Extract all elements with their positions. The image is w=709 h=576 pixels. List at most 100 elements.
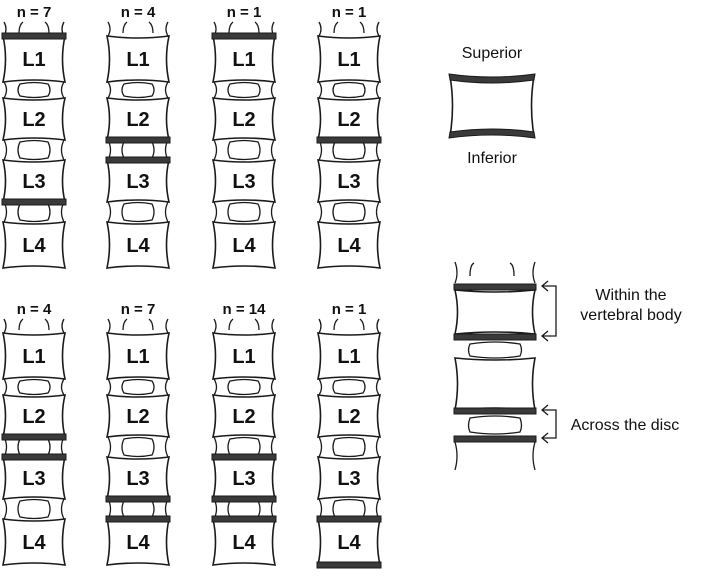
location-legend: Within the vertebral body Across the dis… — [453, 261, 682, 471]
count-label: n = 1 — [332, 301, 367, 318]
fractured-endplate — [211, 32, 277, 40]
vertebral-body — [316, 221, 382, 269]
level-label: L1 — [232, 49, 255, 71]
disc — [121, 81, 155, 99]
level-label: L2 — [126, 406, 149, 428]
top-stub — [3, 318, 65, 334]
superior-label: Superior — [462, 45, 523, 62]
disc — [332, 436, 366, 458]
fractured-endplate — [316, 515, 382, 523]
vertebral-body — [316, 456, 382, 500]
across-arrow-top — [540, 404, 549, 416]
fractured-endplate — [1, 453, 67, 461]
disc — [332, 201, 366, 223]
level-label: L1 — [337, 49, 360, 71]
within-bottom-plate — [453, 333, 537, 341]
across-top-plate — [453, 407, 537, 415]
level-label: L1 — [232, 346, 255, 368]
within-arrow-top — [540, 280, 549, 292]
fractured-endplate — [105, 156, 171, 164]
legend-body-middle — [454, 357, 536, 411]
vertebral-body — [211, 221, 277, 269]
top-stub — [3, 21, 65, 37]
level-label: L4 — [126, 235, 150, 257]
vertebral-body — [105, 35, 171, 83]
disc-wall — [107, 81, 169, 99]
level-label: L4 — [22, 532, 46, 554]
vertebral-body — [316, 35, 382, 83]
disc — [17, 139, 51, 161]
fractured-endplate — [316, 561, 382, 569]
count-label: n = 1 — [227, 4, 262, 21]
across-bracket — [542, 409, 557, 439]
across-arrow-bottom — [540, 432, 549, 444]
level-label: L3 — [232, 171, 255, 193]
vertebral-body — [1, 221, 67, 269]
level-label: L3 — [22, 171, 45, 193]
within-label-line1: Within the — [595, 287, 666, 304]
level-label: L2 — [232, 406, 255, 428]
across-label: Across the disc — [571, 417, 679, 434]
vertebral-body — [316, 332, 382, 380]
disc — [227, 139, 261, 161]
level-label: L4 — [337, 532, 361, 554]
top-stub — [213, 318, 275, 334]
level-label: L2 — [337, 109, 360, 131]
disc-wall — [318, 201, 380, 223]
legend-top-body-right — [532, 261, 536, 284]
top-stub — [107, 318, 169, 334]
level-label: L1 — [337, 346, 360, 368]
vertebral-body — [316, 394, 382, 438]
level-label: L4 — [337, 235, 361, 257]
fractured-endplate — [316, 136, 382, 144]
fractured-endplate — [1, 433, 67, 441]
level-label: L3 — [337, 468, 360, 490]
disc — [227, 201, 261, 223]
disc — [227, 81, 261, 99]
level-label: L4 — [126, 532, 150, 554]
disc — [17, 378, 51, 396]
level-label: L1 — [126, 346, 149, 368]
vertebral-body — [211, 394, 277, 438]
fractured-endplate — [105, 136, 171, 144]
level-label: L1 — [126, 49, 149, 71]
fractured-endplate — [105, 495, 171, 503]
legend-bottom-body — [454, 441, 536, 471]
vertebral-body — [211, 159, 277, 203]
disc — [17, 498, 51, 520]
fractured-endplate — [211, 515, 277, 523]
disc — [227, 378, 261, 396]
disc-wall — [3, 139, 65, 161]
disc-wall — [318, 378, 380, 396]
level-label: L4 — [22, 235, 46, 257]
level-label: L2 — [22, 109, 45, 131]
vertebral-body — [211, 332, 277, 380]
inferior-label: Inferior — [467, 150, 517, 167]
fractured-endplate — [211, 453, 277, 461]
legend-top-ring — [469, 262, 515, 277]
vertebral-body — [211, 97, 277, 141]
level-label: L2 — [126, 109, 149, 131]
disc-wall — [213, 139, 275, 161]
disc-wall — [3, 81, 65, 99]
superior-endplate — [448, 73, 536, 84]
level-label: L4 — [232, 235, 256, 257]
within-arrow-bottom — [540, 330, 549, 342]
count-label: n = 14 — [223, 301, 267, 318]
disc-wall — [107, 378, 169, 396]
endplate-legend: Superior Inferior — [448, 45, 536, 167]
fractured-endplate — [1, 32, 67, 40]
within-top-plate — [453, 283, 537, 291]
fractured-endplate — [1, 198, 67, 206]
within-label-line2: vertebral body — [580, 307, 681, 324]
count-label: n = 7 — [121, 301, 156, 318]
top-stub — [318, 318, 380, 334]
disc — [121, 378, 155, 396]
disc-wall — [107, 201, 169, 223]
